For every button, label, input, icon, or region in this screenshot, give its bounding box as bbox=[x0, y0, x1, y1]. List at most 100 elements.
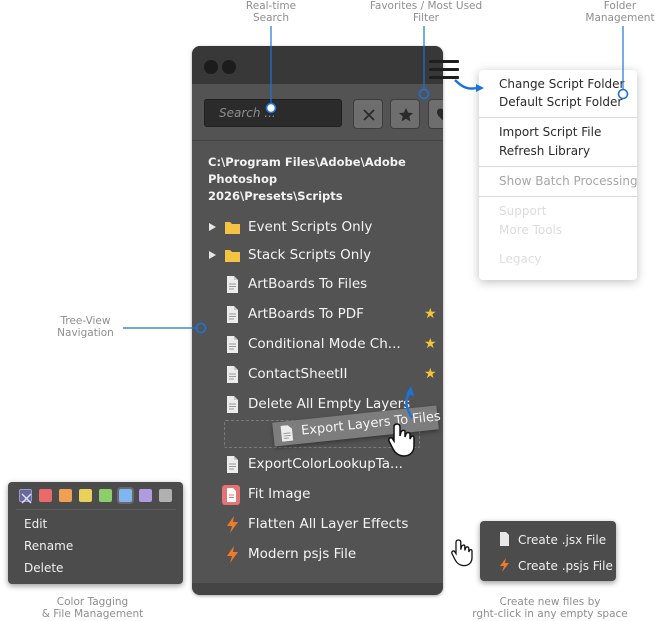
tree-item-label: ContactSheetII bbox=[248, 366, 348, 382]
callout-filter-line1: Favorites / Most Used bbox=[369, 0, 483, 12]
menu-item[interactable]: More Tools bbox=[499, 223, 563, 237]
tree-item[interactable]: ArtBoards To PDF ★ bbox=[192, 303, 443, 327]
tree-item-label: ArtBoards To Files bbox=[248, 276, 368, 292]
menu-item[interactable]: Show Batch Processing bbox=[499, 174, 637, 188]
menu-separator bbox=[479, 117, 637, 118]
tree-item[interactable]: Conditional Mode Ch... ★ bbox=[192, 333, 443, 357]
panel-titlebar bbox=[192, 46, 443, 84]
file-icon bbox=[227, 396, 238, 413]
menu-item[interactable]: Change Script Folder bbox=[499, 77, 625, 91]
context-rename-item[interactable]: Rename bbox=[24, 539, 74, 553]
clear-search-button[interactable] bbox=[353, 99, 383, 129]
color-swatch[interactable] bbox=[159, 489, 172, 502]
menu-item[interactable]: Support bbox=[499, 204, 547, 218]
tree-item[interactable]: Delete All Empty Layers bbox=[192, 393, 443, 417]
callout-create-line2: rght-click in any empty space bbox=[472, 608, 628, 620]
search-input[interactable] bbox=[204, 99, 342, 127]
color-swatch[interactable] bbox=[99, 489, 112, 502]
context-edit-item[interactable]: Edit bbox=[24, 517, 48, 531]
menu-item[interactable]: Default Script Folder bbox=[499, 95, 623, 109]
dragged-item[interactable]: Export Layers To Files bbox=[272, 405, 441, 447]
current-folder-path: C:\Program Files\Adobe\Adobe Photoshop 2… bbox=[208, 154, 443, 205]
favorites-filter-button[interactable] bbox=[390, 99, 420, 129]
no-color-swatch[interactable] bbox=[19, 489, 32, 504]
star-icon bbox=[399, 108, 413, 122]
callout-create-line1: Create new files by bbox=[499, 596, 601, 608]
menu-fade bbox=[479, 260, 637, 280]
tree-item[interactable]: Modern psjs File bbox=[192, 543, 443, 567]
callout-filter-line2: Filter bbox=[412, 12, 439, 24]
tree-item[interactable]: ContactSheetII ★ bbox=[192, 363, 443, 387]
tree-item[interactable]: Fit Image bbox=[192, 483, 443, 507]
path-separator bbox=[192, 140, 443, 141]
context-delete-item[interactable]: Delete bbox=[24, 561, 64, 575]
lightning-icon bbox=[227, 516, 238, 533]
create-file-menu: Create .jsx File Create .psjs File bbox=[480, 521, 616, 581]
callout-tagging-line2: & File Management bbox=[41, 608, 144, 620]
tree-item-label: Conditional Mode Ch... bbox=[248, 336, 401, 352]
color-swatch[interactable] bbox=[79, 489, 92, 502]
create-psjs-file-item[interactable]: Create .psjs File bbox=[518, 559, 613, 573]
callout-create: Create new files by rght-click in any em… bbox=[470, 596, 630, 620]
favorite-star-icon[interactable]: ★ bbox=[424, 336, 437, 352]
file-icon bbox=[227, 276, 238, 293]
heart-icon bbox=[437, 108, 443, 121]
color-swatch[interactable] bbox=[39, 489, 52, 502]
file-icon bbox=[280, 425, 294, 442]
callout-folder-line2: Management bbox=[585, 12, 655, 24]
menu-item[interactable]: Import Script File bbox=[499, 125, 602, 139]
path-line-1: C:\Program Files\Adobe\Adobe Photoshop bbox=[208, 155, 406, 186]
close-icon bbox=[21, 493, 32, 504]
tree-item-label: Event Scripts Only bbox=[248, 219, 373, 235]
tree-item-label: Stack Scripts Only bbox=[248, 247, 372, 263]
file-icon bbox=[227, 366, 238, 383]
callout-tree-line1: Tree-View bbox=[60, 315, 111, 327]
tree-item[interactable]: ArtBoards To Files bbox=[192, 273, 443, 297]
window-dot-left[interactable] bbox=[204, 60, 218, 74]
tree-item[interactable]: Event Scripts Only bbox=[192, 216, 443, 240]
menu-icon[interactable] bbox=[429, 60, 459, 82]
tree-item-label: Flatten All Layer Effects bbox=[248, 516, 409, 532]
lightning-icon bbox=[227, 546, 238, 563]
callout-tree: Tree-View Navigation bbox=[48, 315, 123, 339]
expand-arrow-icon[interactable] bbox=[209, 251, 216, 259]
window-dot-right[interactable] bbox=[222, 60, 236, 74]
favorite-star-icon[interactable]: ★ bbox=[424, 366, 437, 382]
callout-tagging: Color Tagging & File Management bbox=[30, 596, 155, 620]
tree-item-label: ExportColorLookupTa... bbox=[248, 456, 403, 472]
callout-folder-line1: Folder bbox=[603, 0, 637, 12]
color-tagging-separator bbox=[16, 509, 176, 510]
tree-item-label: Fit Image bbox=[248, 486, 311, 502]
most-used-filter-button[interactable] bbox=[428, 99, 443, 129]
color-swatch[interactable] bbox=[139, 489, 152, 502]
file-red-icon bbox=[222, 485, 240, 505]
tree-item[interactable]: Flatten All Layer Effects bbox=[192, 513, 443, 537]
callout-tagging-line1: Color Tagging bbox=[56, 596, 129, 608]
path-line-2: 2026\Presets\Scripts bbox=[208, 189, 343, 203]
file-icon bbox=[227, 306, 238, 323]
tree-item-label: Modern psjs File bbox=[248, 546, 357, 562]
callout-search: Real-time Search bbox=[236, 0, 306, 24]
file-icon bbox=[500, 532, 509, 546]
callout-folder: Folder Management bbox=[585, 0, 655, 24]
tree-item-label: ArtBoards To PDF bbox=[248, 306, 364, 322]
tree-item[interactable]: Stack Scripts Only bbox=[192, 244, 443, 268]
panel-bottom-bar bbox=[192, 583, 443, 595]
close-icon bbox=[363, 109, 375, 121]
tree-item[interactable]: ExportColorLookupTa... bbox=[192, 453, 443, 477]
menu-item[interactable]: Refresh Library bbox=[499, 144, 591, 158]
file-icon bbox=[227, 336, 238, 353]
tree-item-label: Delete All Empty Layers bbox=[248, 396, 411, 412]
menu-separator bbox=[479, 196, 637, 197]
color-swatch[interactable] bbox=[119, 489, 132, 502]
expand-arrow-icon[interactable] bbox=[209, 223, 216, 231]
folder-icon bbox=[225, 222, 240, 234]
file-icon bbox=[227, 456, 238, 473]
color-swatch[interactable] bbox=[59, 489, 72, 502]
hand-cursor-create bbox=[451, 539, 473, 567]
create-jsx-file-item[interactable]: Create .jsx File bbox=[518, 533, 607, 547]
callout-search-line2: Search bbox=[252, 12, 290, 24]
favorite-star-icon[interactable]: ★ bbox=[424, 306, 437, 322]
